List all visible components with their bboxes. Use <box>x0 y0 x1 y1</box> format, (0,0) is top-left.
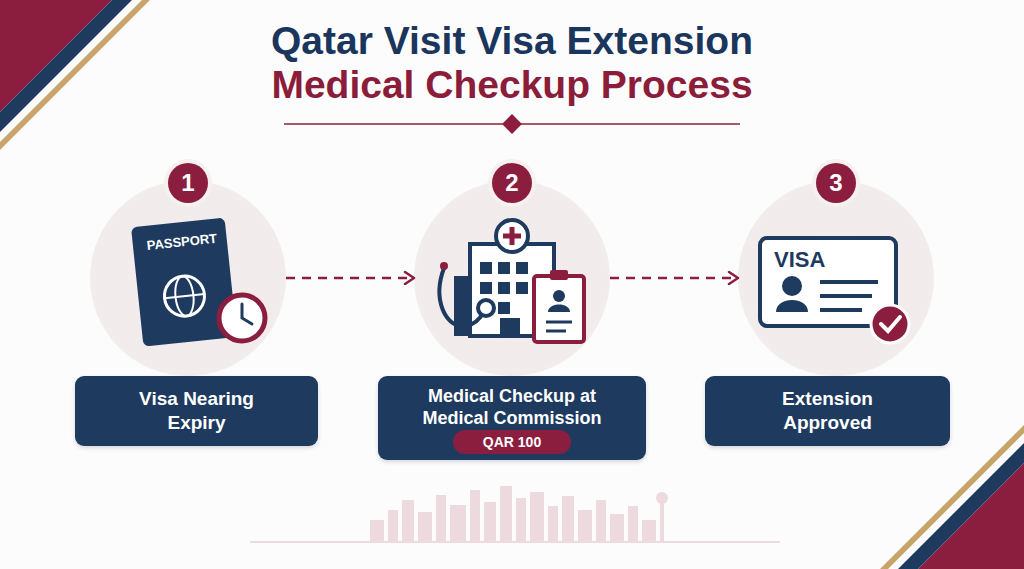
price-text: QAR 100 <box>483 434 541 450</box>
visa-lines <box>820 282 878 310</box>
stethoscope-ear <box>440 262 448 270</box>
passport-globe <box>162 274 206 318</box>
step-text: Extension Approved <box>751 387 904 435</box>
clipboard-lines <box>546 322 572 331</box>
clock-icon <box>219 295 265 341</box>
passport-globe <box>173 275 195 317</box>
skyline-ground <box>250 541 780 543</box>
visa-person <box>782 276 802 296</box>
step-text: Visa Nearing Expiry <box>121 387 272 435</box>
price-pill: QAR 100 <box>453 430 571 454</box>
corner-stripe <box>898 443 1024 569</box>
clipboard-person <box>553 290 565 302</box>
hospital-windows <box>480 262 528 336</box>
passport-icon <box>131 218 237 347</box>
stethoscope <box>439 268 486 326</box>
divider-diamond <box>502 114 522 134</box>
clipboard-clip <box>550 270 568 280</box>
clock-face <box>219 295 265 341</box>
step-circle: 2 <box>414 180 610 376</box>
flow-arrow <box>286 277 414 280</box>
step-number: 1 <box>168 163 208 203</box>
corner-gold-stripe <box>0 0 150 150</box>
step-number: 3 <box>816 163 856 203</box>
visa-person <box>776 300 808 312</box>
stethoscope-head <box>478 300 494 316</box>
step-circle: 3 <box>738 180 934 376</box>
hospital-sign <box>496 220 528 252</box>
clipboard-person <box>548 305 570 313</box>
step-number: 2 <box>492 163 532 203</box>
clock-hands <box>242 304 252 324</box>
visa-card-icon <box>760 238 909 343</box>
step-circle: 1 <box>90 180 286 376</box>
clipboard <box>534 276 584 342</box>
step-text: Medical Checkup at Medical Commission <box>408 385 616 429</box>
step-label-box: Medical Checkup at Medical CommissionQAR… <box>378 376 646 460</box>
approval-check <box>871 305 909 343</box>
passport-cover <box>131 218 237 347</box>
hospital-wing <box>454 276 472 336</box>
corner-stripe <box>0 0 132 132</box>
hospital-cross <box>503 227 521 245</box>
skyline <box>370 486 668 542</box>
diagram-subtitle: Medical Checkup Process <box>0 62 1024 108</box>
step-label-box: Extension Approved <box>705 376 950 446</box>
step-label-box: Visa Nearing Expiry <box>75 376 318 446</box>
diagram-title: Qatar Visit Visa Extension <box>0 18 1024 64</box>
corner-gold-stripe <box>880 425 1024 569</box>
hospital-icon <box>439 220 584 342</box>
hospital-building <box>470 244 554 336</box>
flow-arrow <box>610 277 738 280</box>
visa-card <box>760 238 896 326</box>
passport-globe <box>165 294 205 298</box>
approval-tick <box>881 317 900 331</box>
